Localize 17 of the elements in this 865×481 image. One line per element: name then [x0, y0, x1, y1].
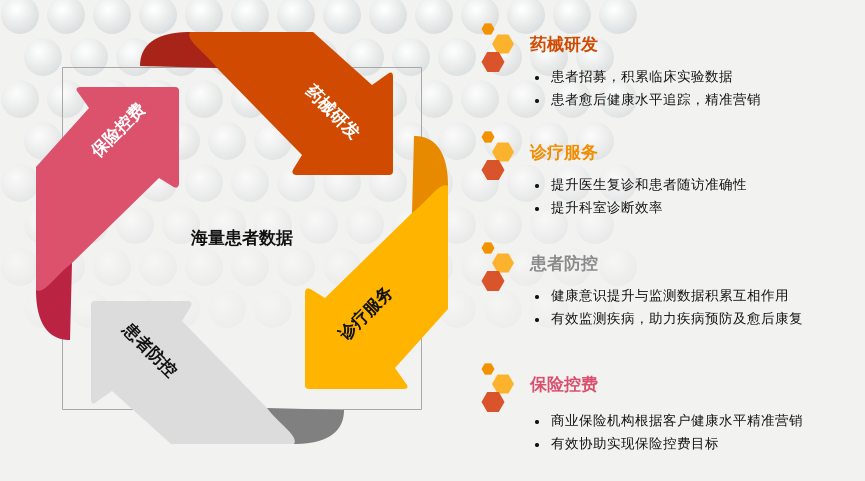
bullet-item: 患者招募，积累临床实验数据 [551, 68, 733, 86]
section-heading: 药械研发 [530, 34, 598, 56]
center-label: 海量患者数据 [191, 226, 293, 250]
section-heading: 诊疗服务 [530, 142, 598, 164]
bullet-item: 提升科室诊断效率 [551, 199, 663, 217]
bullet-item: 有效协助实现保险控费目标 [551, 435, 719, 453]
arrow-label: 诊疗服务 [334, 281, 398, 346]
bullet-item: 商业保险机构根据客户健康水平精准营销 [551, 412, 803, 430]
arrow-label: 药械研发 [300, 80, 365, 144]
section-heading: 患者防控 [530, 253, 598, 275]
arrow-label: 保险控费 [86, 98, 150, 162]
bullet-item: 提升医生复诊和患者随访准确性 [551, 176, 747, 194]
arrow-label: 患者防控 [118, 318, 182, 382]
section-heading: 保险控费 [530, 374, 598, 396]
bullet-item: 患者愈后健康水平追踪，精准营销 [551, 91, 761, 109]
bullet-item: 有效监测疾病，助力疾病预防及愈后康复 [551, 310, 803, 328]
bullet-item: 健康意识提升与监测数据积累互相作用 [551, 287, 789, 305]
